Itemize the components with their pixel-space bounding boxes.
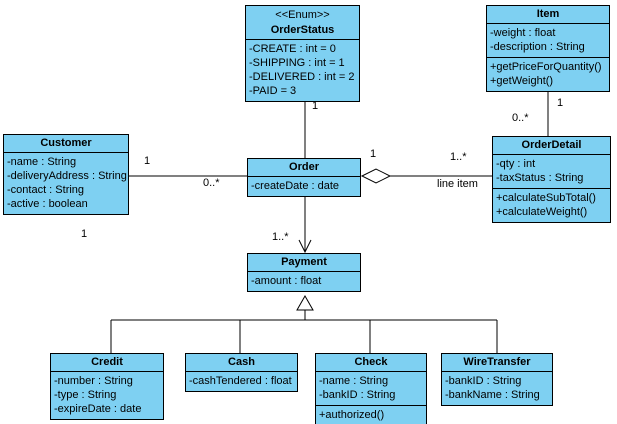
attributes-compartment: -number : String -type : String -expireD… xyxy=(51,371,163,419)
class-stereotype: <<Enum>> xyxy=(275,9,330,21)
attributes-compartment: -name : String -deliveryAddress : String… xyxy=(4,152,128,214)
class-orderdetail[interactable]: OrderDetail -qty : int -taxStatus : Stri… xyxy=(492,136,611,223)
class-title: Order xyxy=(289,161,319,173)
attributes-compartment: -cashTendered : float xyxy=(186,371,297,391)
class-method: +calculateSubTotal() xyxy=(496,192,596,204)
class-attribute: -createDate : date xyxy=(251,180,340,192)
class-customer[interactable]: Customer -name : String -deliveryAddress… xyxy=(3,134,129,215)
class-item[interactable]: Item -weight : float -description : Stri… xyxy=(486,5,610,92)
class-title: Item xyxy=(536,8,560,20)
attributes-compartment: -CREATE : int = 0 -SHIPPING : int = 1 -D… xyxy=(246,39,359,101)
multiplicity-label: 1..* xyxy=(450,151,467,163)
class-cash[interactable]: Cash -cashTendered : float xyxy=(185,353,298,392)
multiplicity-label: 1 xyxy=(144,155,151,167)
class-attribute: -weight : float xyxy=(490,27,556,39)
class-title: WireTransfer xyxy=(463,356,531,368)
class-attribute: -active : boolean xyxy=(7,198,88,210)
class-attribute: -SHIPPING : int = 1 xyxy=(249,57,345,69)
class-attribute: -name : String xyxy=(319,375,389,387)
class-attribute: -taxStatus : String xyxy=(496,172,584,184)
multiplicity-label: 1 xyxy=(557,97,564,109)
class-wiretransfer[interactable]: WireTransfer -bankID : String -bankName … xyxy=(441,353,553,406)
class-attribute: -deliveryAddress : String xyxy=(7,170,127,182)
class-title: Customer xyxy=(40,137,92,149)
multiplicity-label: 1 xyxy=(370,148,377,160)
class-method: +authorized() xyxy=(319,409,385,421)
multiplicity-label: 1 xyxy=(312,100,319,112)
class-attribute: -qty : int xyxy=(496,158,536,170)
class-attribute: -bankName : String xyxy=(445,389,540,401)
class-title: Cash xyxy=(228,356,255,368)
attributes-compartment: -qty : int -taxStatus : String xyxy=(493,154,610,188)
class-orderstatus[interactable]: <<Enum>> OrderStatus -CREATE : int = 0 -… xyxy=(245,5,360,102)
association-role-label: line item xyxy=(437,178,478,190)
methods-compartment: +getPriceForQuantity() +getWeight() xyxy=(487,57,609,91)
class-title: OrderDetail xyxy=(521,139,582,151)
multiplicity-label: 1..* xyxy=(272,231,289,243)
multiplicity-label: 0..* xyxy=(512,112,529,124)
class-attribute: -contact : String xyxy=(7,184,85,196)
multiplicity-label: 0..* xyxy=(203,177,220,189)
attributes-compartment: -weight : float -description : String xyxy=(487,23,609,57)
class-attribute: -expireDate : date xyxy=(54,403,142,415)
class-title: Credit xyxy=(91,356,123,368)
attributes-compartment: -amount : float xyxy=(248,271,360,291)
methods-compartment: +calculateSubTotal() +calculateWeight() xyxy=(493,188,610,222)
class-attribute: -CREATE : int = 0 xyxy=(249,43,336,55)
class-attribute: -bankID : String xyxy=(319,389,396,401)
directed-association-order-payment xyxy=(298,197,312,254)
class-title: OrderStatus xyxy=(270,24,335,36)
class-method: +getWeight() xyxy=(490,75,554,87)
class-attribute: -description : String xyxy=(490,41,585,53)
class-order[interactable]: Order -createDate : date xyxy=(247,158,361,197)
attributes-compartment: -name : String -bankID : String xyxy=(316,371,426,405)
class-attribute: -amount : float xyxy=(251,275,322,287)
class-attribute: -type : String xyxy=(54,389,117,401)
class-attribute: -PAID = 3 xyxy=(249,85,297,97)
aggregation-diamond-icon xyxy=(360,168,392,184)
class-attribute: -DELIVERED : int = 2 xyxy=(249,71,355,83)
attributes-compartment: -bankID : String -bankName : String xyxy=(442,371,552,405)
generalization-payment-hierarchy xyxy=(110,294,498,353)
class-check[interactable]: Check -name : String -bankID : String +a… xyxy=(315,353,427,424)
class-payment[interactable]: Payment -amount : float xyxy=(247,253,361,292)
attributes-compartment: -createDate : date xyxy=(248,176,360,196)
open-arrowhead-icon xyxy=(298,239,312,254)
class-attribute: -bankID : String xyxy=(445,375,522,387)
class-method: +calculateWeight() xyxy=(496,206,588,218)
generalization-triangle-icon xyxy=(296,294,314,311)
class-attribute: -cashTendered : float xyxy=(189,375,292,387)
class-method: +getPriceForQuantity() xyxy=(490,61,602,73)
class-attribute: -name : String xyxy=(7,156,77,168)
class-credit[interactable]: Credit -number : String -type : String -… xyxy=(50,353,164,420)
class-title: Payment xyxy=(281,256,327,268)
methods-compartment: +authorized() xyxy=(316,405,426,424)
class-attribute: -number : String xyxy=(54,375,133,387)
class-title: Check xyxy=(354,356,388,368)
multiplicity-label: 1 xyxy=(81,228,88,240)
